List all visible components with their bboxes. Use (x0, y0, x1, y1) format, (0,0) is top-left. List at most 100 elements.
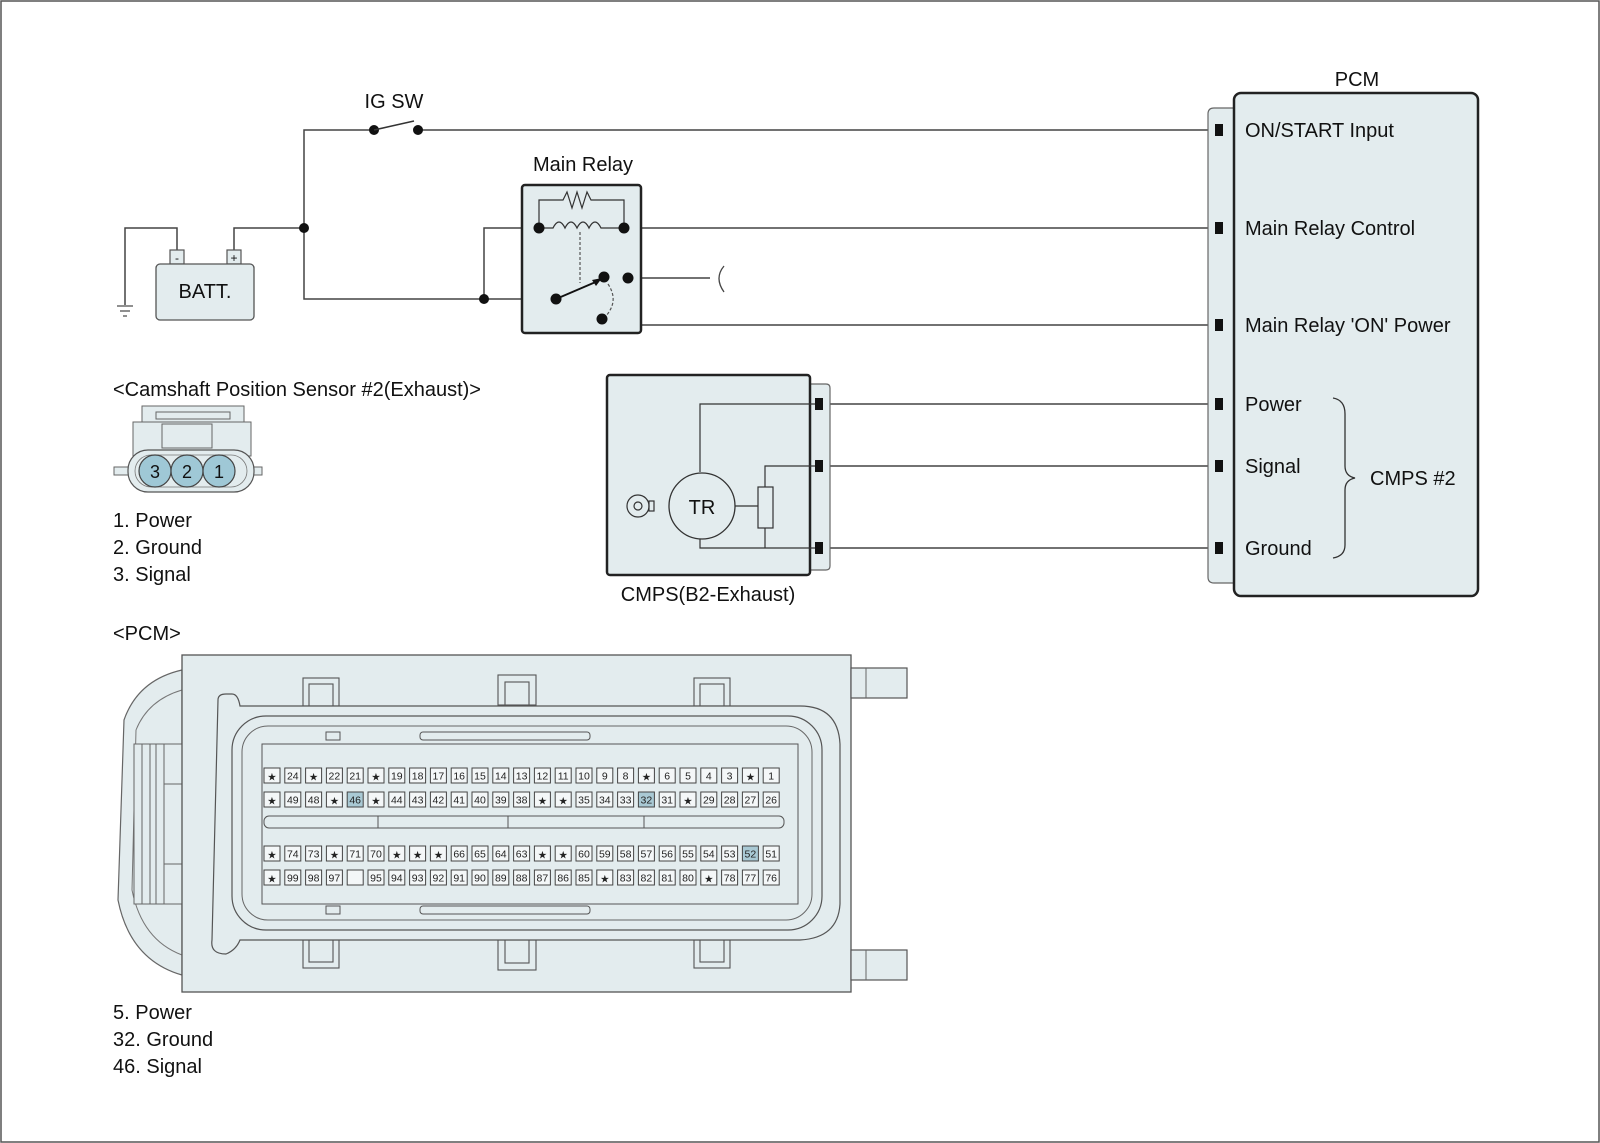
pcm-pin-cell (617, 869, 635, 886)
pcm-pin-star: ★ (330, 796, 340, 808)
sensor-legend-item: 3. Signal (113, 564, 191, 586)
pcm-pin-number: 82 (641, 873, 653, 885)
pcm-pin-star: ★ (267, 772, 277, 784)
pcm-pin-cell (741, 767, 759, 784)
pcm-pin-cell (721, 869, 739, 886)
sensor-pin-label: 3 (150, 462, 160, 482)
pcm-pin-cell (679, 869, 697, 886)
pcm-pin-number: 80 (682, 873, 694, 885)
main-relay: Main Relay (520, 154, 643, 335)
battery-label: BATT. (179, 281, 232, 303)
pcm-pin-cell (637, 791, 655, 808)
relay-terminal-dot (533, 222, 545, 234)
pcm-pin-cell (554, 869, 572, 886)
pcm-terminal-power: Power (1245, 394, 1302, 416)
magnet-icon (626, 494, 655, 518)
sensor-pin-label: 2 (182, 462, 192, 482)
pcm-pin-cell (533, 845, 551, 862)
cmps-group-label: CMPS #2 (1370, 468, 1456, 490)
pcm-pin-cell (513, 791, 531, 808)
pcm-pin-number: 71 (349, 849, 361, 861)
pcm-pin-cell (513, 767, 531, 784)
pcm-pins (1215, 124, 1223, 554)
pcm-pin-cell (388, 767, 406, 784)
pcm-pin-number: 18 (412, 771, 424, 783)
pcm-pin-number: 55 (682, 849, 694, 861)
pcm-pin-number: 15 (474, 771, 486, 783)
pcm-pin-star: ★ (371, 796, 381, 808)
pcm-terminal-signal: Signal (1245, 456, 1301, 478)
pcm-pin-cell (471, 791, 489, 808)
pcm-pin-number: 24 (287, 771, 299, 783)
pcm-pin-cell (388, 845, 406, 862)
pcm-pin-cell (429, 869, 447, 886)
pcm-pin-star: ★ (267, 874, 277, 886)
pcm-pin-cell (533, 869, 551, 886)
pcm-pin-cell (533, 767, 551, 784)
pcm-pin-star: ★ (538, 850, 548, 862)
pcm-pin-number: 97 (329, 873, 341, 885)
pcm-pin-cell (513, 845, 531, 862)
pcm-pin-number: 5 (685, 771, 691, 783)
pcm-pin-cell (346, 845, 364, 862)
battery-neg-label: - (175, 251, 179, 265)
battery-body (155, 263, 255, 321)
pcm-pin-number: 93 (412, 873, 424, 885)
wire-main-relay-on-power (627, 278, 1215, 326)
pcm-pin-cell (575, 845, 593, 862)
pcm-pin-number: 54 (703, 849, 715, 861)
battery: - + BATT. (155, 249, 255, 321)
pcm-pin-number: 27 (745, 795, 757, 807)
pcm-pin-number: 53 (724, 849, 736, 861)
wire-to-relay-switch (303, 228, 556, 300)
pcm-body (1232, 91, 1480, 598)
pcm-pin-cell (429, 767, 447, 784)
pcm-pin-number: 65 (474, 849, 486, 861)
pcm-pin-cell (367, 845, 385, 862)
wire-break-icon (718, 265, 725, 293)
pcm-connector-divider (263, 815, 785, 829)
pcm-pin-number: 28 (724, 795, 736, 807)
pcm-pin-number: 3 (727, 771, 733, 783)
pcm-pin-number: 16 (453, 771, 465, 783)
ig-switch: IG SW (365, 91, 424, 135)
pcm-pin-cell (617, 791, 635, 808)
pcm-pin-number: 51 (765, 849, 777, 861)
pcm-pin-number: 42 (433, 795, 445, 807)
pcm-block: PCM ON/START Input Main Relay Control Ma… (1207, 69, 1480, 598)
pcm-pin-cell (658, 869, 676, 886)
pcm-connector-tab (850, 949, 908, 981)
pcm-pin-number: 83 (620, 873, 632, 885)
pcm-pin-number: 31 (661, 795, 673, 807)
pcm-pin-number: 43 (412, 795, 424, 807)
wire-battery-ground (124, 227, 178, 305)
pcm-pin-cell (450, 869, 468, 886)
pcm-pin-cell (346, 767, 364, 784)
pcm-terminal-ground: Ground (1245, 538, 1312, 560)
pcm-pin-cell (700, 869, 718, 886)
pcm-pin-cell (263, 767, 281, 784)
junction-dot (299, 223, 309, 233)
pcm-pin-cell (388, 869, 406, 886)
pcm-terminal-main-relay-on-power: Main Relay 'ON' Power (1245, 315, 1451, 337)
hall-element-icon (668, 472, 736, 540)
pcm-pin-number: 57 (641, 849, 653, 861)
pcm-pin-cell (617, 767, 635, 784)
pcm-pin-cell (762, 767, 780, 784)
pcm-pin-number: 49 (287, 795, 299, 807)
pcm-pin-number: 1 (768, 771, 774, 783)
pcm-pin-number: 48 (308, 795, 320, 807)
pcm-pin-number: 91 (453, 873, 465, 885)
pcm-pin-number: 12 (537, 771, 549, 783)
pcm-pin-cell (741, 791, 759, 808)
pcm-pin-cell (658, 845, 676, 862)
pcm-pin-cell (658, 767, 676, 784)
pcm-pin-number: 35 (578, 795, 590, 807)
pcm-pin-star: ★ (704, 874, 714, 886)
pcm-pin-number: 22 (329, 771, 341, 783)
pcm-terminal-on-start: ON/START Input (1245, 120, 1394, 142)
pcm-pin-number: 94 (391, 873, 403, 885)
battery-pos-label: + (230, 251, 237, 265)
cmps-pins (815, 398, 823, 554)
